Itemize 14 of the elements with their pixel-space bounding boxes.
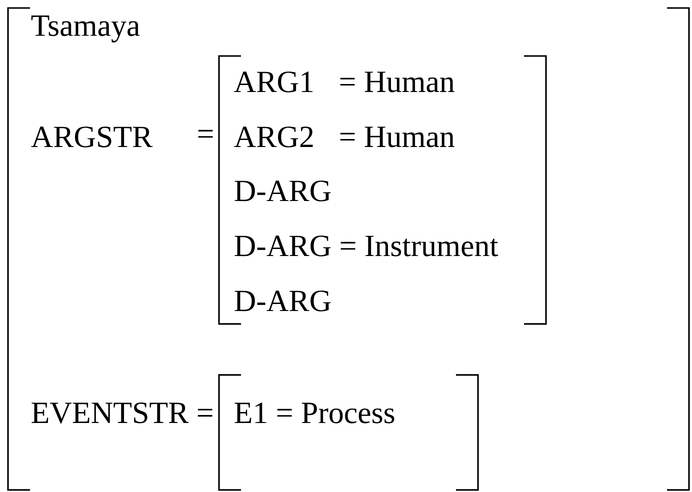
matrix-entry: D-ARG [234,180,331,202]
bracketed-matrix [7,7,690,491]
bracketed-matrix [218,55,547,325]
feature-label: EVENTSTR = [32,402,212,424]
bracketed-matrix [218,374,479,491]
matrix-entry: ARG1 [234,72,313,92]
feature-label: ARGSTR [31,126,153,148]
matrix-entry: D-ARG [234,290,331,312]
matrix-entry: D-ARG = Instrument [234,236,498,256]
matrix-entry: Tsamaya [31,16,140,42]
matrix-entry: = Human [340,126,454,148]
matrix-entry: = Human [340,72,454,92]
matrix-entry: E1 = Process [234,402,394,424]
matrix-entry: ARG2 [234,126,313,148]
